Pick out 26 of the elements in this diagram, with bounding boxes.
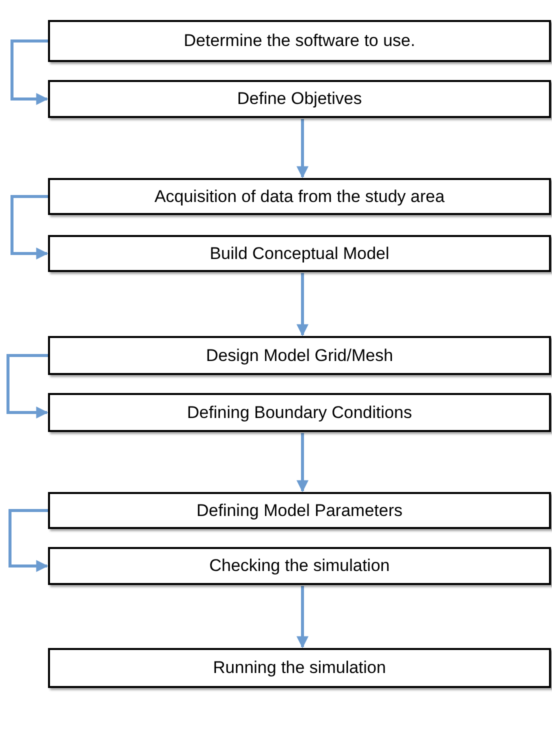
step-label: Checking the simulation [209,556,390,576]
process-box [48,178,551,215]
arrow [296,586,308,648]
process-box [48,547,551,585]
step-label: Determine the software to use. [184,31,416,51]
process-box [48,20,551,62]
process-box [48,80,551,118]
arrow [296,433,308,492]
step-label: Defining Model Parameters [196,500,402,520]
step-label: Running the simulation [213,658,386,678]
step-label: Defining Boundary Conditions [187,402,412,422]
process-box [48,393,551,432]
arrow [10,40,48,105]
step-label: Build Conceptual Model [210,244,390,264]
arrow [6,354,48,418]
step-label: Design Model Grid/Mesh [206,346,394,366]
arrow [296,273,308,336]
step-label: Acquisition of data from the study area [154,186,445,206]
process-box [48,235,551,272]
arrow [10,195,48,260]
process-box [48,492,551,529]
step-label: Define Objetives [237,89,362,109]
arrow [296,119,308,178]
process-box [48,648,551,688]
arrow [8,509,48,572]
process-box [48,336,551,375]
